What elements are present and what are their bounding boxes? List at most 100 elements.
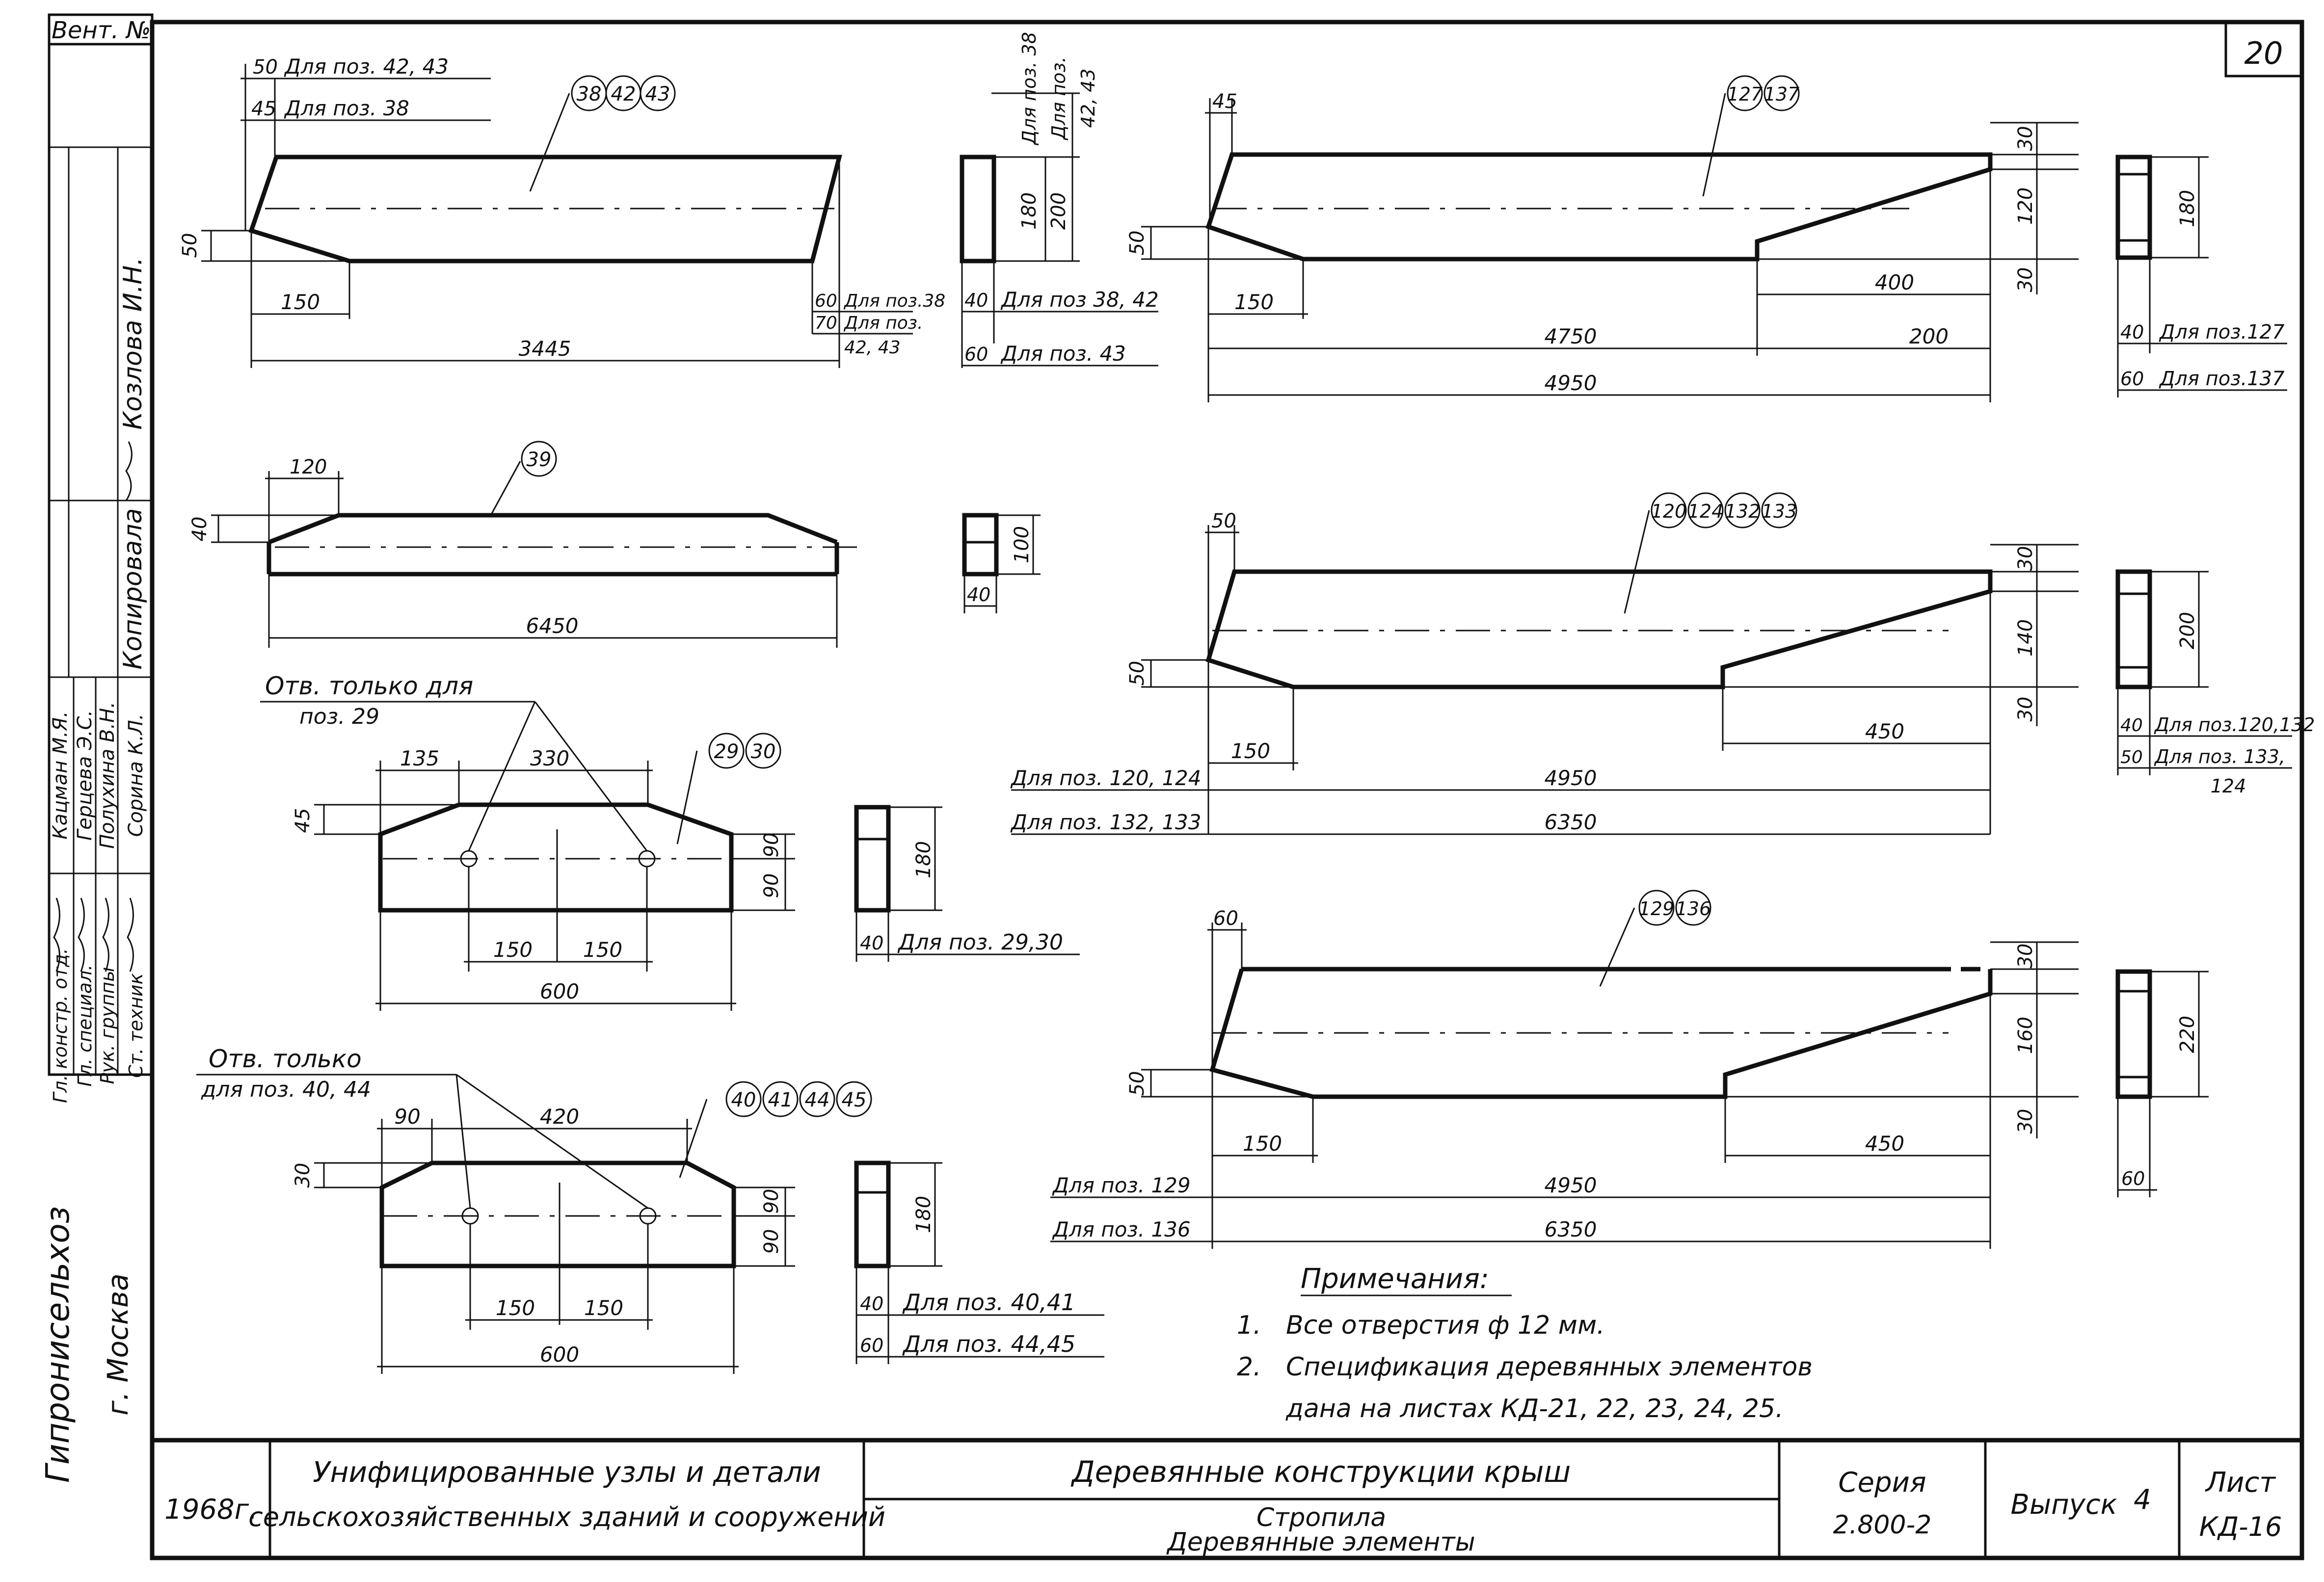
sheet-number: 20 <box>2244 35 2283 71</box>
tb-year: 1968г. <box>164 1494 258 1526</box>
p38-d45: 45 <box>251 98 276 120</box>
tb-issue-label: Выпуск <box>2011 1489 2117 1521</box>
p127-tag-2: 137 <box>1764 83 1800 105</box>
p129-tag-2: 136 <box>1676 898 1711 920</box>
p120-h30b: 30 <box>2014 697 2037 722</box>
organization-name: Гипронисельхоз <box>39 1206 77 1483</box>
kopirovala-label: Копировала <box>118 508 148 670</box>
p129-tag-1: 129 <box>1639 898 1675 920</box>
signature-4 <box>127 897 134 972</box>
s38-w60-note: Для поз. 43 <box>1000 342 1126 366</box>
p129-d60: 60 <box>1213 907 1238 930</box>
s40-w60-note: Для поз. 44,45 <box>902 1331 1075 1357</box>
p38-position-tags: 38 42 43 <box>571 75 676 111</box>
p40-h30: 30 <box>292 1163 314 1188</box>
p29-d600: 600 <box>540 979 579 1003</box>
p120-tag-2: 124 <box>1688 501 1724 522</box>
s29-w40-note: Для поз. 29,30 <box>897 930 1063 955</box>
s120-w50: 50 <box>2120 747 2143 767</box>
p38-r70-note2: 42, 43 <box>844 338 901 358</box>
part-29-30: Отв. только для поз. 29 135 330 45 90 90… <box>260 672 795 1011</box>
s40-w40: 40 <box>860 1293 883 1315</box>
p38-r60: 60 <box>815 291 837 311</box>
p40-holes-note: Отв. только <box>209 1045 362 1073</box>
s120-h200: 200 <box>2176 612 2199 649</box>
p38-tag-1: 38 <box>577 83 602 105</box>
tb-series-value: 2.800-2 <box>1833 1510 1932 1540</box>
p38-d45-note: Для поз. 38 <box>284 96 409 120</box>
p120-d150: 150 <box>1231 739 1270 763</box>
p127-h30a: 30 <box>2014 126 2037 151</box>
role-label-1: Гл. констр. отд. <box>50 948 71 1103</box>
section-129: 220 60 <box>2115 969 2209 1197</box>
p29-holes-note2: поз. 29 <box>299 704 379 729</box>
p40-tag-1: 40 <box>731 1089 756 1111</box>
kopirovala-name: Козлова И.Н. <box>118 257 148 430</box>
section-39: 100 40 <box>962 513 1041 613</box>
notes: Примечания: 1. Все отверстия ф 12 мм. 2.… <box>1237 1263 1813 1424</box>
signature-2 <box>78 897 85 972</box>
note-2-num: 2. <box>1237 1352 1261 1382</box>
p127-d400: 400 <box>1875 270 1914 294</box>
p120-tag-3: 132 <box>1725 501 1761 522</box>
p39-d120: 120 <box>290 456 327 478</box>
p127-h30b: 30 <box>2014 267 2037 292</box>
p29-h45: 45 <box>292 808 314 833</box>
notes-title: Примечания: <box>1301 1263 1489 1295</box>
p40-holes-note2: для поз. 40, 44 <box>201 1077 371 1102</box>
part-40-41-44-45: Отв. только для поз. 40, 44 90 420 30 90… <box>196 1045 872 1374</box>
s40-w60: 60 <box>860 1335 883 1356</box>
p120-d50: 50 <box>1211 510 1236 532</box>
s127-w60: 60 <box>2120 368 2144 390</box>
p40-d90: 90 <box>394 1105 420 1129</box>
p129-h50: 50 <box>1126 1071 1149 1096</box>
p29-d330: 330 <box>530 746 569 770</box>
p120-tag-4: 133 <box>1762 501 1797 522</box>
p120-d6350: 6350 <box>1545 810 1597 834</box>
s129-w60: 60 <box>2121 1168 2145 1189</box>
p127-h120: 120 <box>2014 187 2037 225</box>
note-1-num: 1. <box>1237 1311 1261 1340</box>
p40-d600: 600 <box>540 1343 579 1367</box>
p127-d45: 45 <box>1212 90 1237 113</box>
p120-d4950: 4950 <box>1545 766 1597 790</box>
city-name: г. Москва <box>101 1273 134 1416</box>
title-block: 1968г. Унифицированные узлы и детали сел… <box>164 1440 2282 1558</box>
p38-h50: 50 <box>179 233 201 258</box>
p40-tag-3: 44 <box>805 1089 830 1111</box>
part-127-137: 45 50 150 400 4750 200 4950 30 120 30 12… <box>1126 75 2079 402</box>
p39-d6450: 6450 <box>526 614 579 638</box>
p39-h40: 40 <box>188 517 211 542</box>
s38-h180-note: Для поз. 38 <box>1018 32 1040 146</box>
p129-d450: 450 <box>1865 1132 1904 1156</box>
p129-d6350-note: Для поз. 136 <box>1052 1217 1191 1241</box>
section-29: 180 40 Для поз. 29,30 <box>854 805 1080 962</box>
p29-d135: 135 <box>400 746 439 770</box>
p40-d150b: 150 <box>584 1296 623 1320</box>
sidebar-stamp: Вент. № Козлова И.Н. Копировала Кацман М… <box>39 13 154 1483</box>
p29-tag-1: 29 <box>714 740 739 763</box>
p120-d6350-note: Для поз. 132, 133 <box>1010 810 1202 834</box>
p38-r70-note: Для поз. <box>843 313 923 333</box>
part-120-124-132-133: 50 50 150 450 Для поз. 120, 124 4950 Для… <box>1010 492 2079 835</box>
signature-kozlova <box>125 441 133 501</box>
signature-3 <box>102 897 109 972</box>
p40-tag-4: 45 <box>842 1089 867 1111</box>
p129-d4950: 4950 <box>1545 1173 1597 1197</box>
p40-d420: 420 <box>540 1105 579 1129</box>
s120-w40: 40 <box>2120 715 2143 736</box>
p127-h50: 50 <box>1126 231 1149 256</box>
role-name-4: Сорина К.Л. <box>125 713 147 837</box>
s40-h180: 180 <box>912 1196 935 1233</box>
p129-h160: 160 <box>2014 1017 2037 1054</box>
p38-d50a: 50 <box>253 56 278 79</box>
p120-h140: 140 <box>2014 619 2037 657</box>
p129-h30a: 30 <box>2014 944 2037 969</box>
tb-sheet-title-line1: Стропила <box>1256 1503 1386 1532</box>
p120-d4950-note: Для поз. 120, 124 <box>1010 766 1202 790</box>
p29-holes-note: Отв. только для <box>265 672 473 700</box>
vent-no-label: Вент. № <box>52 17 151 44</box>
s120-w50-note2: 124 <box>2211 775 2246 797</box>
p38-d150: 150 <box>281 290 320 314</box>
s39-h100: 100 <box>1011 526 1033 563</box>
